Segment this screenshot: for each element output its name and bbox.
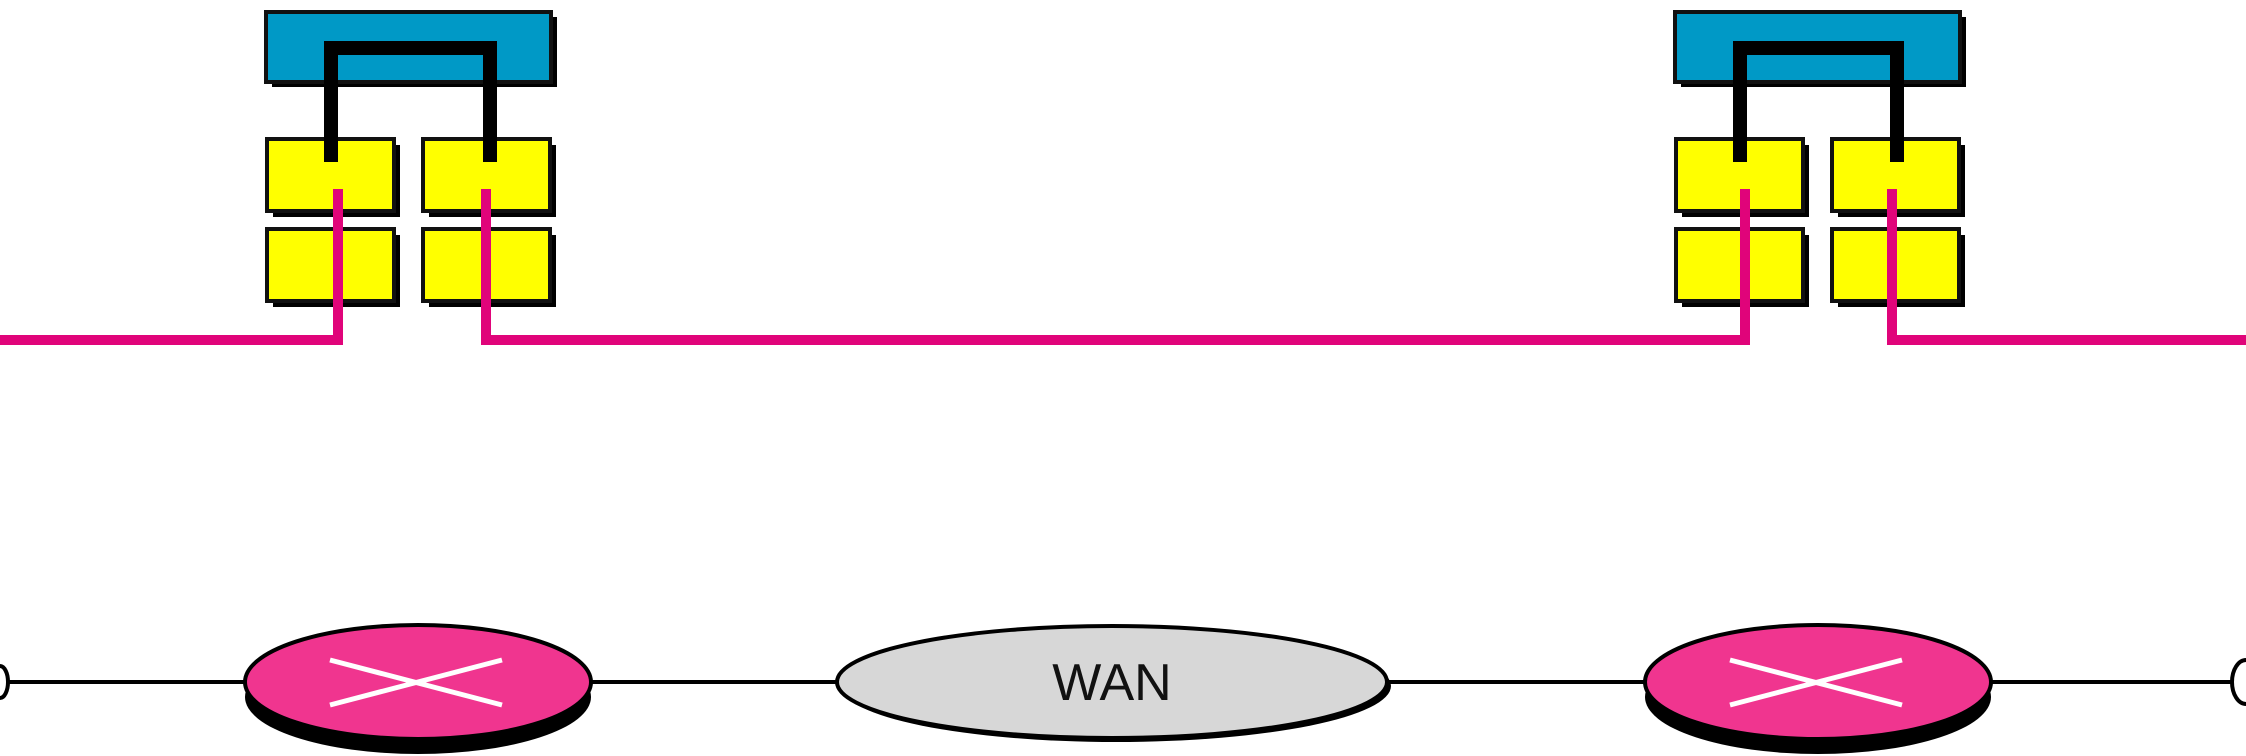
left-stack-module-3 [265,227,396,303]
left-end-node-shape [0,664,10,700]
wan-shape [835,624,1389,740]
right-end-node-shape [2230,658,2246,706]
right-router-cross-line-2 [1729,657,1903,708]
left-protocol-stack [264,10,557,307]
left-router-cross-line-2 [329,657,503,708]
left-stack-connector [324,41,497,162]
router-icon [243,623,593,754]
right-stack-module-3 [1674,227,1805,303]
right-end-node [2230,658,2246,706]
protocol-path-line [0,189,2246,345]
wan-label: WAN [1052,654,1171,712]
wan-cloud-icon: WAN [835,624,1391,742]
left-end-node [0,664,10,700]
right-stack-connector [1733,41,1904,162]
router-icon [1643,623,1993,754]
left-stack-top-block [264,10,553,84]
